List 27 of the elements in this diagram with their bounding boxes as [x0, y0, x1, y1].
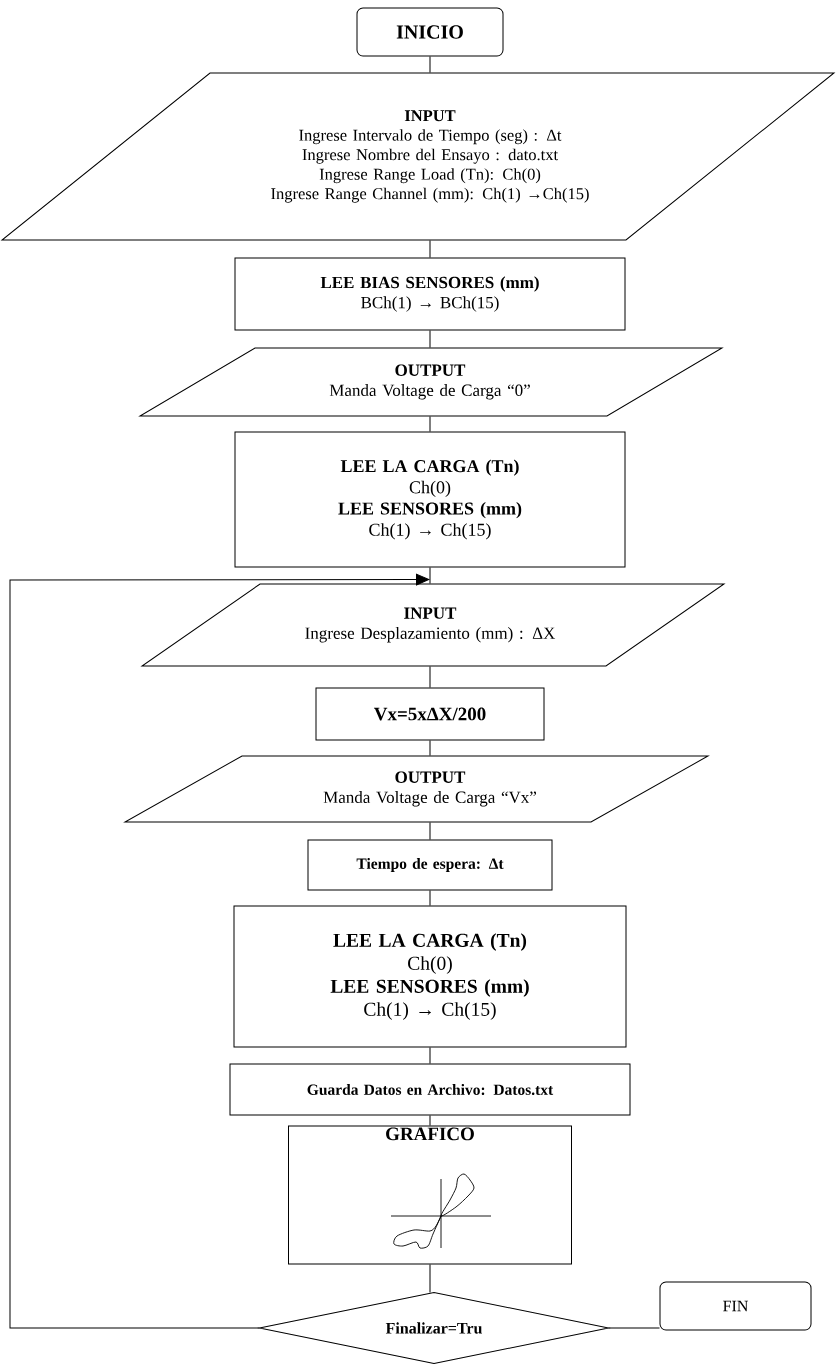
process-box: LEE LA CARGA (Tn) Ch(0) LEE SENSORES (mm) Ch(1) → Ch(15) [233, 905, 627, 1048]
connector [429, 740, 431, 756]
connector [429, 822, 431, 840]
connector [608, 1327, 660, 1329]
start-box: INICIO [356, 7, 504, 57]
process-box: LEE LA CARGA (Tn) Ch(0) LEE SENSORES (mm) Ch(1) → Ch(15) [234, 431, 626, 568]
chart-box: GRAFICO [288, 1125, 572, 1265]
connector [429, 416, 431, 432]
connector [9, 573, 430, 1329]
connector [429, 1115, 431, 1126]
process-box: Vx=5xΔX/200 [315, 687, 545, 741]
output-parallelogram: OUTPUT Manda Voltage de Carga “0” [139, 347, 723, 417]
connector [429, 1264, 431, 1293]
connector [429, 56, 431, 73]
process-box: Guarda Datos en Archivo: Datos.txt [229, 1063, 631, 1116]
connector [429, 890, 431, 906]
connector [429, 1047, 431, 1064]
connector [429, 567, 431, 584]
connector [429, 240, 431, 258]
process-box: LEE BIAS SENSORES (mm) BCh(1) → BCh(15) [234, 257, 626, 331]
process-box: Tiempo de espera: Δt [307, 839, 553, 891]
end-box: FIN [659, 1281, 812, 1331]
output-parallelogram: OUTPUT Manda Voltage de Carga “Vx” [124, 755, 709, 823]
connector [429, 330, 431, 348]
input-parallelogram: INPUT Ingrese Intervalo de Tiempo (seg) : Δt Ingrese Nombre del Ensayo : dato.txt Ingrese Range Load (Tn): Ch(0) Ingrese Range Channel (mm): Ch(1) →Ch(15) [1, 72, 835, 241]
connector [429, 666, 431, 688]
input-parallelogram: INPUT Ingrese Desplazamiento (mm) : ΔX [141, 583, 725, 667]
